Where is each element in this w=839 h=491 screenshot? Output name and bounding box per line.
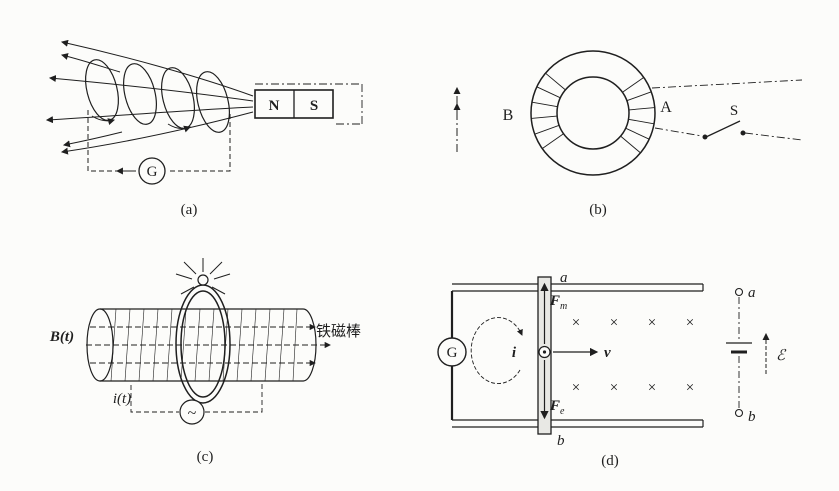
force-e-symbol: F (549, 398, 560, 414)
spark-rays (175, 258, 231, 295)
coil-loops (85, 59, 230, 133)
caption-d: (d) (601, 453, 619, 469)
galvanometer-label: G (447, 345, 458, 361)
induced-current-loop (470, 317, 523, 384)
equivalent-source (726, 287, 770, 418)
flux-crosses: × × × × × × × × (572, 315, 694, 396)
caption-b: (b) (589, 202, 607, 218)
switch (702, 120, 746, 140)
field-label: B(t) (49, 329, 74, 345)
winding-a-turns (620, 77, 655, 154)
flux-cross-icon: × (686, 380, 694, 396)
current-label: i (512, 345, 517, 361)
caption-a: (a) (181, 202, 198, 218)
circuit-wires (651, 79, 803, 141)
conducting-ring (175, 284, 231, 404)
force-m-symbol: F (549, 293, 560, 309)
current-dot (542, 350, 547, 354)
flux-cross-icon: × (572, 315, 580, 331)
rail-point-a: a (560, 270, 568, 286)
rails (452, 283, 704, 428)
galvanometer-wires (87, 110, 231, 172)
magnet-guide-lines (255, 83, 363, 125)
flux-cross-icon: × (648, 380, 656, 396)
switch-label: S (730, 103, 738, 119)
ac-source-wires (130, 383, 263, 413)
rail-point-b: b (557, 433, 565, 449)
panel-c-solenoid-ring: ~ B(t) i(t) 铁磁棒 (c) (49, 258, 361, 465)
toroid-inner (556, 76, 630, 150)
field-lines-axial (86, 323, 331, 367)
terminal-a-label: a (748, 285, 756, 301)
winding-b-label: B (503, 107, 514, 124)
galvanometer-label: G (147, 164, 158, 180)
force-e-subscript: e (560, 406, 565, 417)
magnet-pole-n: N (269, 98, 280, 114)
bar-magnet (254, 89, 334, 119)
panel-d-rod-on-rails: G i v F m F e a b × × × × × × × × (437, 270, 787, 469)
flux-cross-icon: × (610, 380, 618, 396)
current-label: i(t) (113, 391, 131, 407)
force-m-subscript: m (560, 301, 567, 312)
flux-cross-icon: × (610, 315, 618, 331)
panel-b-toroid-mutual-induction: B A S (b) (453, 50, 803, 218)
velocity-label: v (604, 345, 611, 361)
winding-a-label: A (660, 99, 672, 116)
galvanometer-circle (138, 157, 166, 185)
emf-label: ℰ (776, 348, 787, 364)
winding-b-turns (531, 72, 566, 149)
caption-c: (c) (197, 449, 214, 465)
ac-source-circle (179, 399, 205, 425)
iron-rod-label: 铁磁棒 (316, 322, 361, 340)
toroid-outer (530, 50, 656, 176)
spark-gap (175, 258, 231, 295)
flux-cross-icon: × (572, 380, 580, 396)
field-lines (45, 39, 254, 155)
panel-a-magnet-into-coil: N S G (a) (45, 39, 363, 218)
terminal-b-label: b (748, 409, 756, 425)
flux-cross-icon: × (686, 315, 694, 331)
galvanometer-branch (437, 291, 467, 420)
ac-source-symbol: ~ (188, 405, 197, 422)
magnet-pole-s: S (310, 98, 318, 114)
flux-cross-icon: × (648, 315, 656, 331)
